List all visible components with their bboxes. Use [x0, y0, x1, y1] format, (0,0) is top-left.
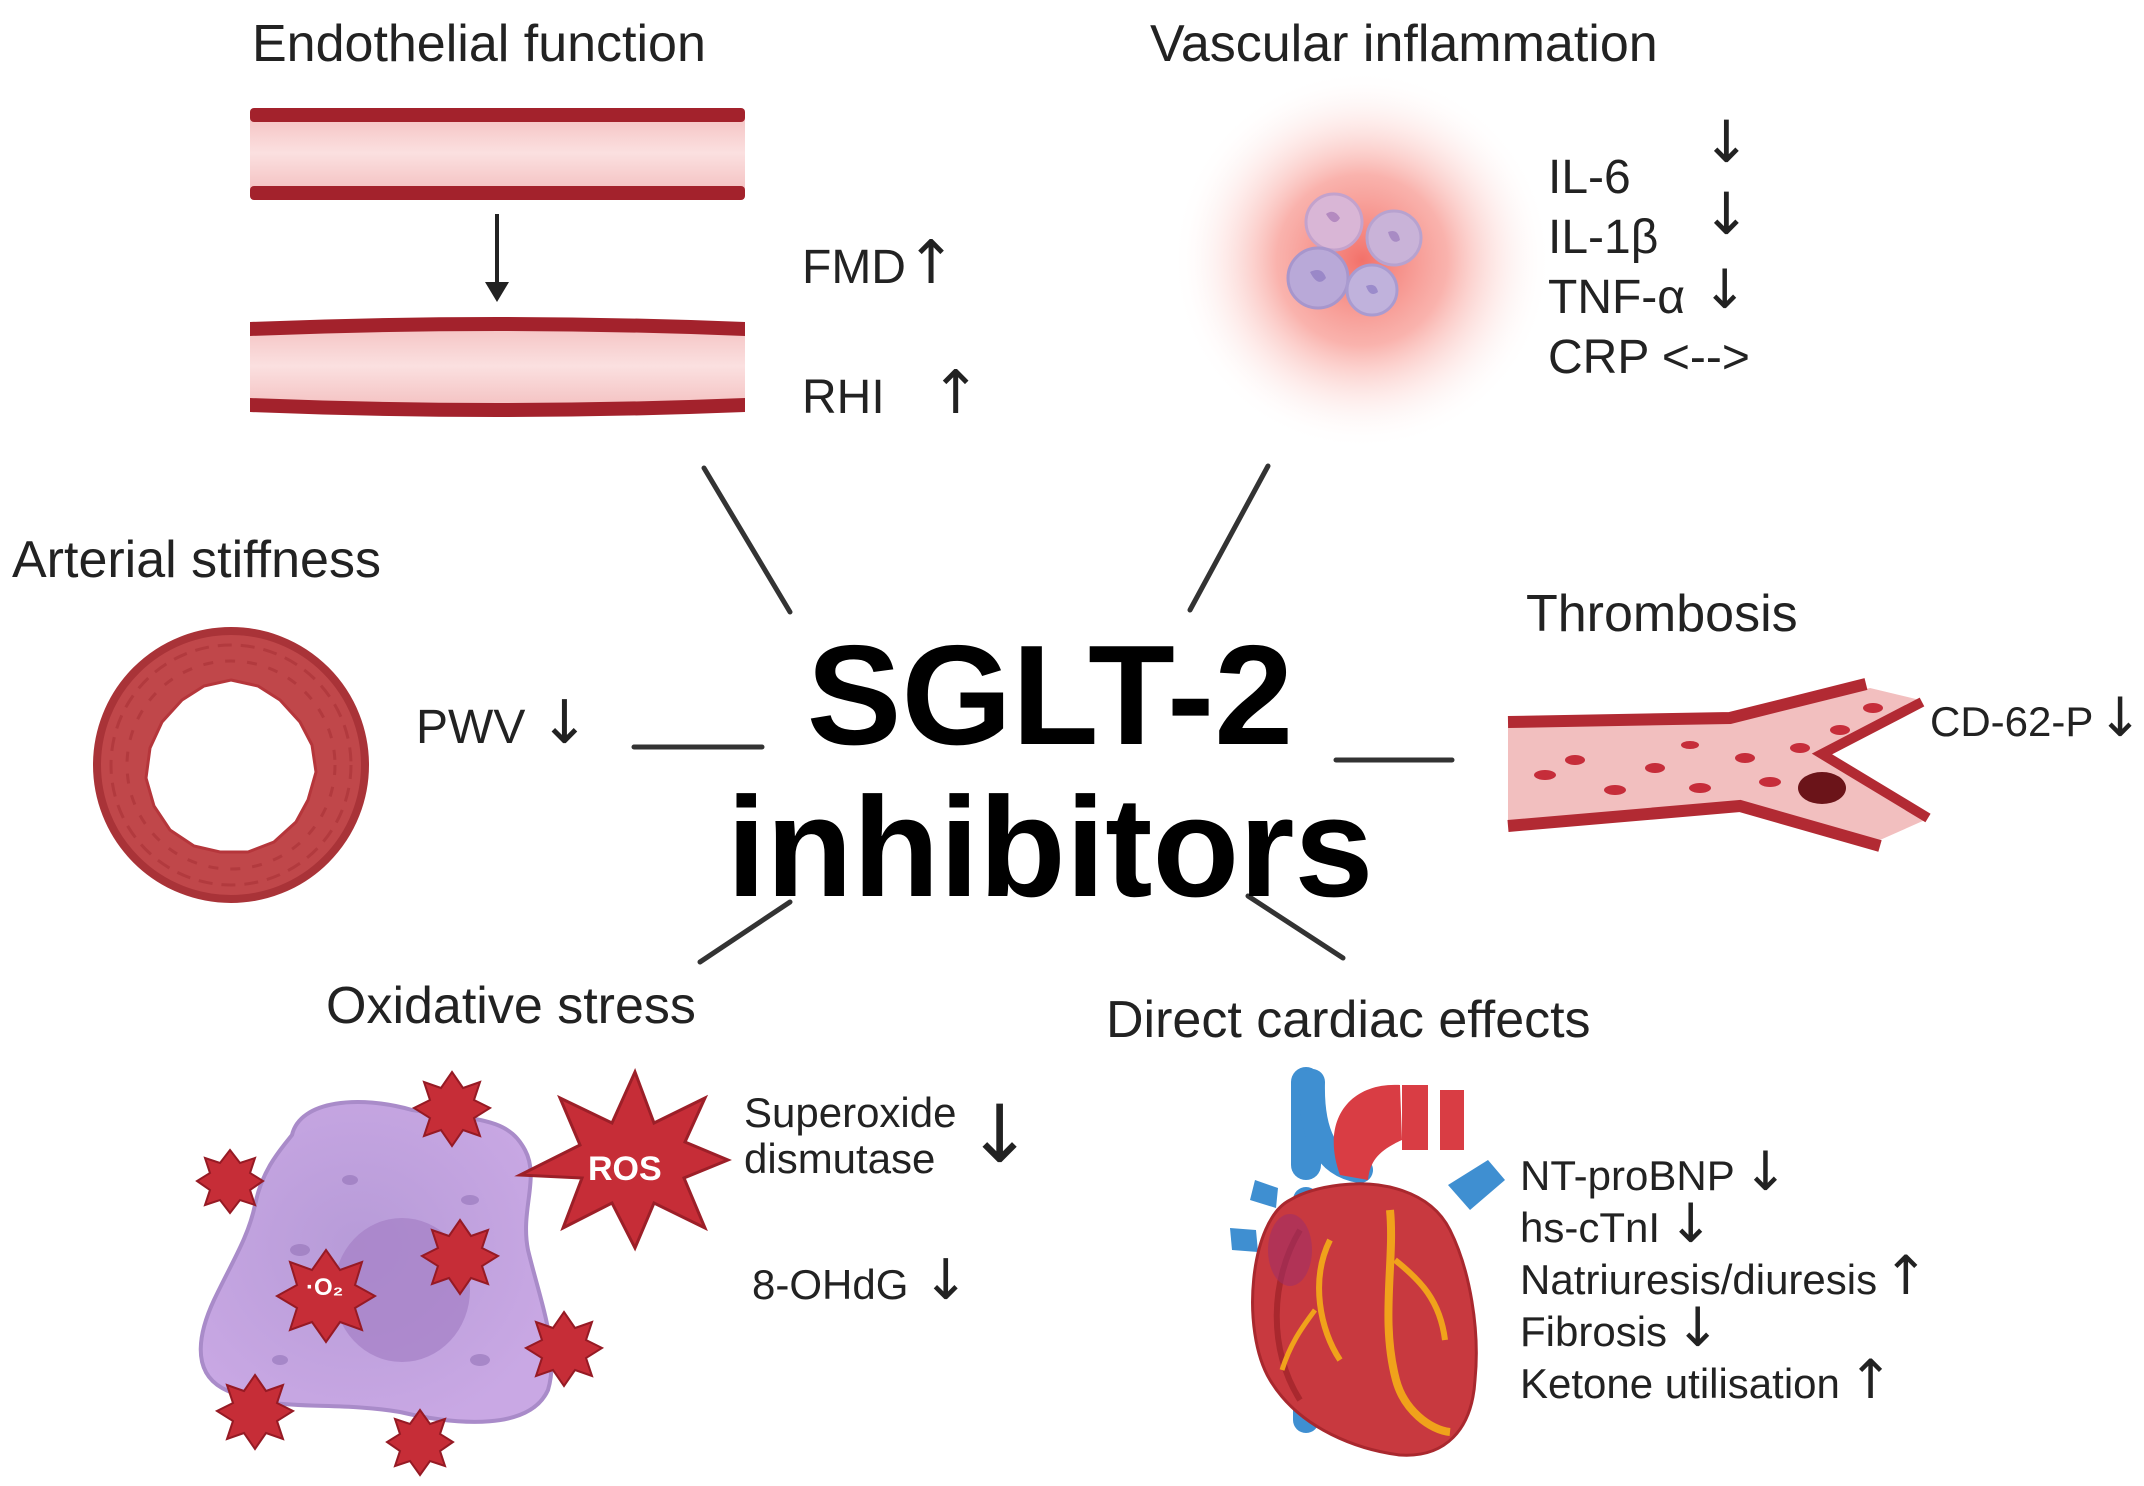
marker-ntprobnp-label: NT-proBNP [1520, 1152, 1735, 1199]
center-title-line1: SGLT-2 [806, 616, 1294, 775]
marker-pwv-label: PWV [416, 701, 526, 754]
thrombosis-vessel-illustration [1507, 678, 1931, 852]
endothelial-vessel-illustration [250, 108, 745, 417]
marker-8ohdg-label: 8-OHdG [752, 1261, 909, 1308]
title-endothelial: Endothelial function [252, 15, 706, 73]
o2-radicals [195, 1070, 605, 1477]
marker-ketone-label: Ketone utilisation [1520, 1360, 1840, 1407]
o2-label: ·O₂ [306, 1274, 344, 1301]
marker-il1b: IL-1β [1548, 211, 1659, 264]
marker-natriuresis: Natriuresis/diuresis↑ [1520, 1244, 1928, 1307]
down-arrow-icon: ↓ [1702, 108, 1751, 176]
marker-hsctni-label: hs-cTnI [1520, 1204, 1661, 1251]
marker-fmd: FMD↑ [802, 228, 956, 298]
marker-cd62p-label: CD-62-P [1930, 698, 2094, 745]
title-thrombosis: Thrombosis [1526, 585, 1798, 643]
marker-rhi: RHI ↑ [802, 358, 981, 428]
down-arrow-icon: ↓ [1675, 1296, 1721, 1359]
center-title: SGLT-2 inhibitors [700, 620, 1400, 924]
marker-tnfa: TNF-α [1548, 271, 1686, 324]
oxidative-stress-illustration [195, 1068, 732, 1477]
down-arrow-icon: ↓ [539, 688, 590, 758]
down-arrow-icon: ↓ [922, 1248, 970, 1313]
title-oxidative: Oxidative stress [326, 977, 696, 1035]
marker-crp: CRP <--> [1548, 331, 1750, 384]
title-cardiac: Direct cardiac effects [1106, 991, 1591, 1049]
marker-sod: Superoxide dismutase [744, 1090, 956, 1182]
inflammation-cells-illustration [1172, 70, 1552, 450]
up-arrow-icon: ↑ [930, 358, 981, 428]
ros-burst [514, 1068, 732, 1252]
marker-ketone: Ketone utilisation↑ [1520, 1348, 1893, 1411]
down-arrow-icon: ↓ [1702, 180, 1751, 248]
down-arrow-icon: ↓ [1742, 1140, 1788, 1203]
marker-fmd-label: FMD [802, 241, 906, 294]
down-arrow-icon: ↓ [1668, 1192, 1714, 1255]
center-title-line2: inhibitors [726, 768, 1374, 927]
marker-sod-line1: Superoxide [744, 1089, 957, 1136]
ros-label: ROS [588, 1150, 662, 1188]
marker-hsctni: hs-cTnI↓ [1520, 1192, 1713, 1255]
marker-8ohdg: 8-OHdG ↓ [752, 1248, 969, 1313]
heart-illustration [1230, 1067, 1505, 1457]
down-arrow-icon: ↓ [2097, 686, 2143, 749]
marker-fibrosis: Fibrosis↓ [1520, 1296, 1720, 1359]
marker-rhi-label: RHI [802, 371, 885, 424]
marker-natriuresis-label: Natriuresis/diuresis [1520, 1256, 1878, 1303]
marker-pwv: PWV↓ [416, 688, 590, 758]
title-inflammation: Vascular inflammation [1150, 15, 1658, 73]
marker-cd62p: CD-62-P↓ [1930, 686, 2143, 749]
down-arrow-icon: ↓ [966, 1088, 1034, 1181]
arterial-ring-illustration [93, 627, 369, 903]
up-arrow-icon: ↑ [1883, 1244, 1929, 1307]
title-stiffness: Arterial stiffness [12, 531, 381, 589]
connector-lines [631, 463, 1455, 965]
marker-il6: IL-6 [1548, 151, 1631, 204]
up-arrow-icon: ↑ [1847, 1348, 1894, 1411]
down-arrow-icon: ↓ [1702, 258, 1748, 321]
marker-ntprobnp: NT-proBNP↓ [1520, 1140, 1788, 1203]
marker-fibrosis-label: Fibrosis [1520, 1308, 1668, 1355]
up-arrow-icon: ↑ [905, 228, 957, 298]
marker-sod-line2: dismutase [744, 1135, 936, 1182]
